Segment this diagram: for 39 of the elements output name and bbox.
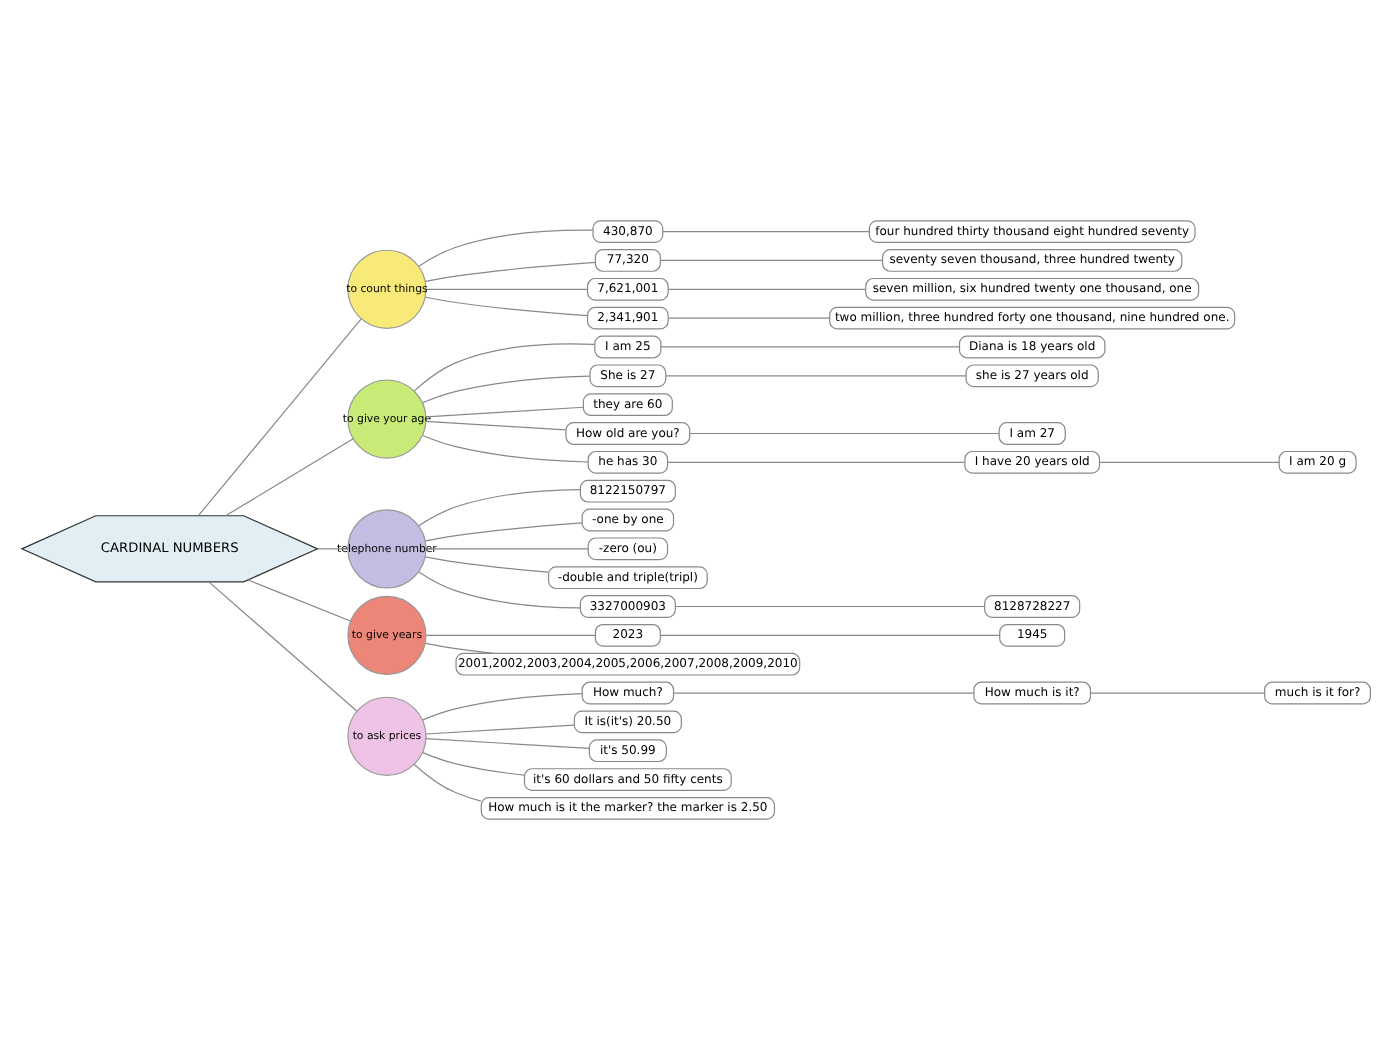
connector [425, 288, 588, 290]
connector [424, 642, 495, 654]
connector [1090, 692, 1266, 694]
connector [225, 438, 354, 517]
connector [317, 548, 349, 550]
connector [662, 231, 870, 233]
connector [425, 724, 575, 735]
connector [418, 571, 581, 609]
connector [425, 634, 596, 636]
connector [424, 296, 589, 317]
connector [667, 317, 830, 319]
connector [424, 522, 583, 542]
connector [208, 581, 358, 712]
connector [660, 259, 883, 262]
connector [418, 489, 581, 527]
connector [425, 737, 590, 750]
connector [413, 343, 596, 392]
connector [413, 763, 482, 802]
connector [425, 548, 589, 550]
connector [422, 752, 525, 776]
connector [422, 375, 591, 404]
connector [424, 556, 549, 573]
connector [667, 288, 866, 290]
connector [197, 318, 362, 517]
connector [422, 434, 589, 463]
connector [689, 432, 1000, 435]
connector [424, 261, 596, 282]
connector [660, 634, 1001, 636]
connector [673, 692, 975, 694]
connector [425, 406, 584, 418]
connector [667, 461, 966, 463]
connector [247, 579, 351, 622]
connector [1099, 461, 1280, 463]
connector [422, 692, 583, 721]
connector [674, 605, 986, 608]
connector [425, 420, 567, 431]
connector [418, 229, 594, 267]
connector [665, 375, 967, 377]
connector [660, 346, 960, 348]
